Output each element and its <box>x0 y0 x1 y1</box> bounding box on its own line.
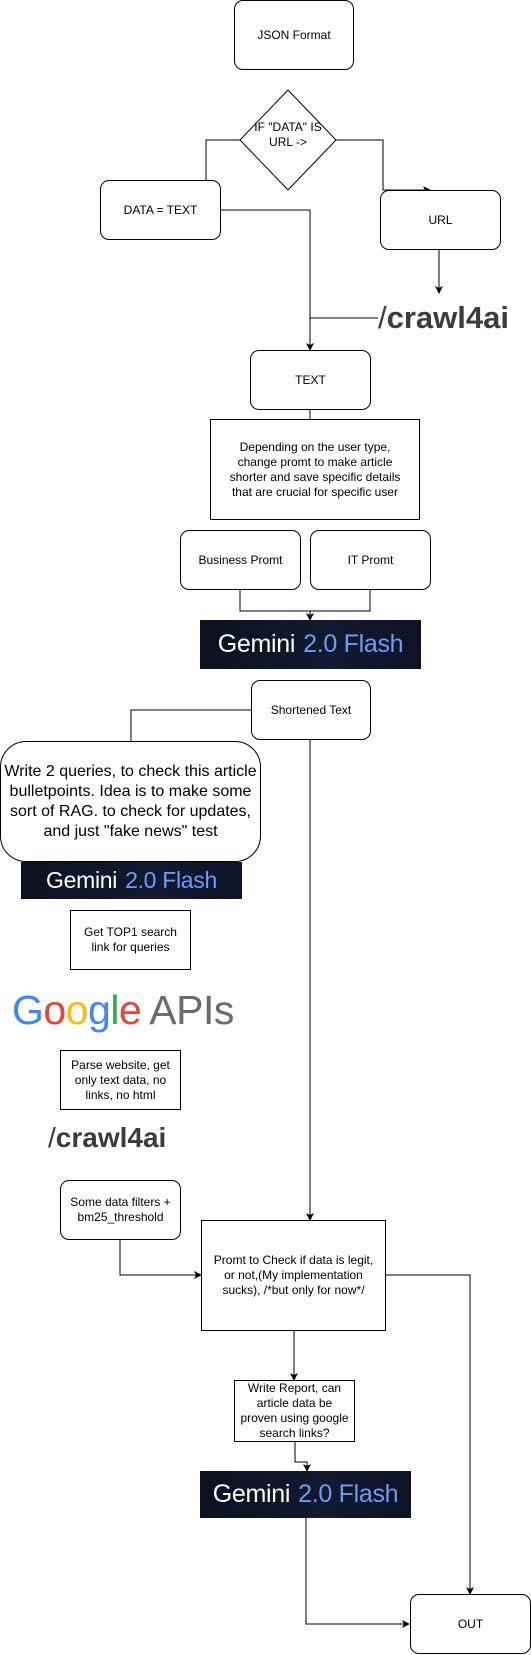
crawl4ai-slash: / <box>378 300 387 335</box>
out-node: OUT <box>410 1594 531 1654</box>
gemini-version: 2.0 Flash <box>125 867 217 893</box>
decision-diamond <box>239 89 337 191</box>
edge-it-to-gemini <box>306 590 371 621</box>
crawl4ai-logo-1: /crawl4ai <box>378 300 509 336</box>
url-label: URL <box>428 212 453 227</box>
write-report-label: Write Report, can article data be proven… <box>240 1381 349 1440</box>
google-apis-suffix: APIs <box>149 987 234 1033</box>
crawl4ai-logo-2: /crawl4ai <box>48 1122 166 1154</box>
decision-label: IF "DATA" IS URL -> <box>254 120 322 149</box>
json-format-label: JSON Format <box>257 27 331 42</box>
gemini-word: Gemini <box>46 867 118 893</box>
check-legit-label: Promt to Check if data is legit, or not,… <box>213 1253 374 1297</box>
json-format-node: JSON Format <box>234 0 354 70</box>
google-letter-g2: g <box>88 987 111 1033</box>
business-promt-node: Business Promt <box>180 530 301 590</box>
data-text-node: DATA = TEXT <box>100 180 221 240</box>
edge-decision-to-url <box>336 139 431 194</box>
business-promt-label: Business Promt <box>198 552 283 567</box>
gemini-version: 2.0 Flash <box>298 1480 399 1508</box>
parse-website-label: Parse website, get only text data, no li… <box>71 1057 170 1102</box>
edge-filters-to-check <box>119 1240 202 1279</box>
queries-note-label: Write 2 queries, to check this article b… <box>4 762 257 840</box>
gemini-version: 2.0 Flash <box>303 630 404 658</box>
data-filters-node: Some data filters + bm25_threshold <box>60 1180 181 1240</box>
crawl4ai-name: crawl4ai <box>386 300 509 335</box>
google-letter-o2: o <box>65 987 89 1033</box>
edge-report-to-gemini <box>294 1442 311 1472</box>
top1-link-label: Get TOP1 search link for queries <box>84 925 177 954</box>
google-letter-g: G <box>12 987 44 1033</box>
queries-note-node: Write 2 queries, to check this article b… <box>0 741 261 862</box>
depending-note-label: Depending on the user type, change promt… <box>229 439 401 499</box>
out-label: OUT <box>457 1616 484 1631</box>
crawl4ai-slash: / <box>48 1122 56 1153</box>
parse-website-node: Parse website, get only text data, no li… <box>60 1050 181 1110</box>
data-text-label: DATA = TEXT <box>123 202 198 217</box>
google-letter-l: l <box>110 987 119 1033</box>
edge-shortened-to-queries <box>130 709 251 741</box>
gemini-word: Gemini <box>212 1480 291 1508</box>
edge-data-text-to-text <box>221 209 314 351</box>
gemini-word: Gemini <box>217 630 296 658</box>
text-node: TEXT <box>250 350 371 410</box>
google-letter-o1: o <box>43 987 66 1033</box>
text-label: TEXT <box>295 372 326 387</box>
top1-link-node: Get TOP1 search link for queries <box>70 910 191 970</box>
crawl4ai-name: crawl4ai <box>55 1122 167 1153</box>
google-letter-e: e <box>118 987 142 1033</box>
it-promt-label: IT Promt <box>347 552 394 567</box>
edge-business-to-gemini <box>239 590 310 612</box>
shortened-text-label: Shortened Text <box>270 702 352 717</box>
edge-check-to-out <box>386 1274 474 1595</box>
write-report-node: Write Report, can article data be proven… <box>234 1380 355 1442</box>
shortened-text-node: Shortened Text <box>251 680 371 740</box>
edge-decision-to-data-text <box>205 139 240 180</box>
it-promt-node: IT Promt <box>310 530 431 590</box>
data-filters-label: Some data filters + bm25_threshold <box>70 1195 171 1224</box>
gemini-logo-2: Gemini 2.0 Flash <box>21 862 242 899</box>
url-node: URL <box>380 190 501 250</box>
edge-gemini-to-out <box>305 1518 410 1628</box>
check-legit-node: Promt to Check if data is legit, or not,… <box>201 1220 386 1331</box>
depending-note-node: Depending on the user type, change promt… <box>210 419 420 520</box>
